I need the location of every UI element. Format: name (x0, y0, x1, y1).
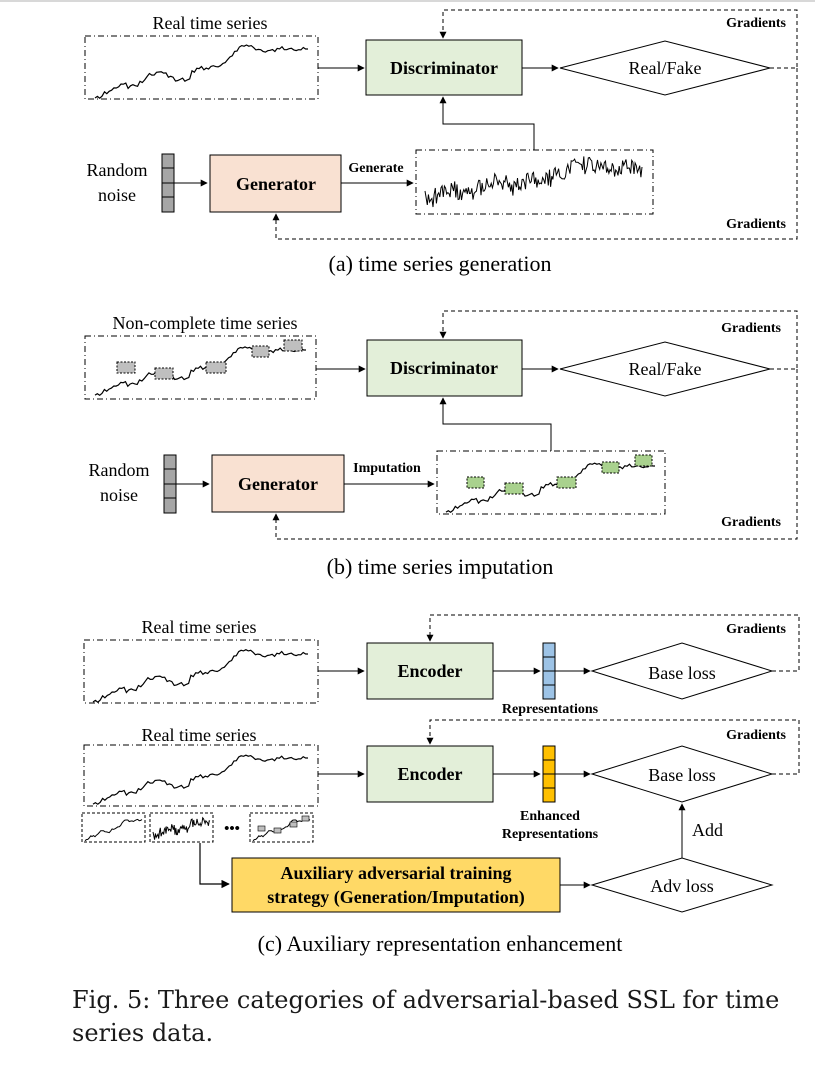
panel-a-gradients-bottom: Gradients (726, 217, 786, 232)
panel-c-gradients-loop-2 (426, 719, 800, 775)
panel-b-gradients-loop-top (439, 310, 798, 370)
panel-a-gradients-loop-bottom (272, 68, 798, 240)
panel-a-gradients-loop-top (439, 9, 798, 69)
panel-b-missing-4 (251, 345, 270, 358)
panel-c-series-label-1: Real time series (142, 617, 257, 637)
panel-c-encoder-label-1: Encoder (398, 661, 463, 681)
panel-c-thumb-line-3 (252, 818, 311, 842)
panel-b-gradients-loop-bottom (272, 369, 798, 540)
panel-b-imputed-3 (556, 476, 577, 489)
panel-a-random-noise-line2: noise (98, 185, 136, 205)
panel-c-series-box-2 (83, 744, 319, 807)
panel-a-generate-label: Generate (348, 161, 403, 176)
panel-b-series-line (94, 346, 306, 397)
panel-a-real-series-label: Real time series (153, 13, 268, 33)
panel-a-discriminator-label: Discriminator (390, 58, 498, 78)
panel-c-thumb-missing-3 (289, 821, 298, 828)
panel-b-imputation-label: Imputation (353, 461, 421, 476)
figure-caption-line1: Fig. 5: Three categories of adversarial-… (72, 986, 780, 1014)
panel-c-enhanced-label-line2: Representations (502, 827, 599, 842)
panel-b-real-fake-label: Real/Fake (629, 359, 702, 379)
panel-c-caption: (c) Auxiliary representation enhancement (258, 931, 623, 956)
panel-c-encoder-label-2: Encoder (398, 764, 463, 784)
panel-c-thumb-ellipsis: ••• (224, 821, 240, 837)
panel-c-adv-loss-diamond (590, 857, 774, 913)
panel-c-enhanced-label-line1: Enhanced (520, 809, 580, 824)
panel-b-random-noise-line1: Random (89, 460, 150, 480)
panel-a-fake-series-line (424, 156, 643, 208)
panel-b-missing-3 (205, 361, 227, 374)
panel-a-generator-label: Generator (236, 174, 316, 194)
panel-b-generator-box (211, 454, 345, 513)
panel-c-gradients-label-2: Gradients (726, 728, 786, 743)
panel-b-gradients-bottom: Gradients (721, 515, 781, 530)
panel-b-gradients-top: Gradients (721, 321, 781, 336)
panel-c-thumb-missing-4 (301, 815, 310, 822)
panel-c-thumb-line-2 (152, 816, 211, 840)
panel-c-series-label-2: Real time series (142, 725, 257, 745)
panel-c-thumb-2 (149, 812, 214, 843)
panel-a-random-noise-line1: Random (87, 160, 148, 180)
panel-a-discriminator-box (365, 39, 523, 96)
panel-c-series-line-1 (92, 649, 308, 703)
panel-c: Real time series Encoder Representations… (81, 614, 800, 956)
panel-b-arrow-imputed-to-disc (439, 397, 552, 451)
page-top-rule (0, 0, 815, 2)
panel-b-imputed-2 (504, 482, 524, 495)
panel-b-series-label: Non-complete time series (113, 313, 298, 333)
panel-b-imputed-1 (466, 476, 485, 489)
panel-b-discriminator-box (366, 339, 523, 397)
panel-c-representations-label: Representations (502, 702, 599, 717)
panel-a-caption: (a) time series generation (329, 251, 552, 276)
panel-b-generator-label: Generator (238, 474, 318, 494)
panel-a-real-series-line (94, 44, 308, 99)
panel-c-aux-strategy-box (231, 857, 561, 913)
panel-b-series-box (84, 335, 317, 400)
panel-c-arrow-thumbs-to-aux (199, 843, 230, 889)
panel-c-add-label: Add (692, 820, 723, 840)
panel-c-encoder-box-1 (366, 642, 494, 700)
panel-b-imputed-5 (634, 454, 653, 467)
panel-c-aux-strategy-line1: Auxiliary adversarial training (281, 863, 512, 883)
panel-c-thumb-missing-2 (273, 827, 282, 834)
panel-c-base-loss-label-2: Base loss (648, 765, 716, 785)
panel-c-base-loss-label-1: Base loss (648, 663, 716, 683)
panel-b-caption: (b) time series imputation (327, 554, 554, 579)
panel-b-missing-2 (154, 367, 174, 380)
panel-b-discriminator-label: Discriminator (390, 358, 498, 378)
panel-c-thumb-3 (249, 812, 314, 843)
panel-c-thumb-line-1 (84, 818, 143, 842)
panel-c-aux-strategy-line2: strategy (Generation/Imputation) (267, 887, 524, 908)
panel-b-random-noise-line2: noise (100, 485, 138, 505)
figure-caption-line2: series data. (72, 1019, 214, 1047)
panel-a: Real time series Discriminator Real/Fake… (84, 9, 798, 276)
panel-c-gradients-loop-1 (426, 614, 800, 672)
panel-a-gradients-top: Gradients (726, 16, 786, 31)
panel-c-adv-loss-label: Adv loss (650, 876, 714, 896)
panel-a-arrow-fake-to-disc (439, 96, 535, 150)
panel-b-imputed-series-line (445, 462, 655, 513)
panel-c-series-line-2 (92, 754, 308, 805)
panel-c-gradients-label-1: Gradients (726, 622, 786, 637)
panel-b-imputed-4 (601, 461, 620, 474)
panel-c-thumb-1 (81, 812, 146, 843)
panel-b-missing-1 (116, 361, 136, 374)
panel-b: Non-complete time series Discriminator R… (84, 310, 798, 579)
panel-a-real-fake-label: Real/Fake (629, 58, 702, 78)
panel-b-missing-5 (283, 339, 303, 352)
panel-c-thumb-missing-1 (257, 825, 266, 832)
